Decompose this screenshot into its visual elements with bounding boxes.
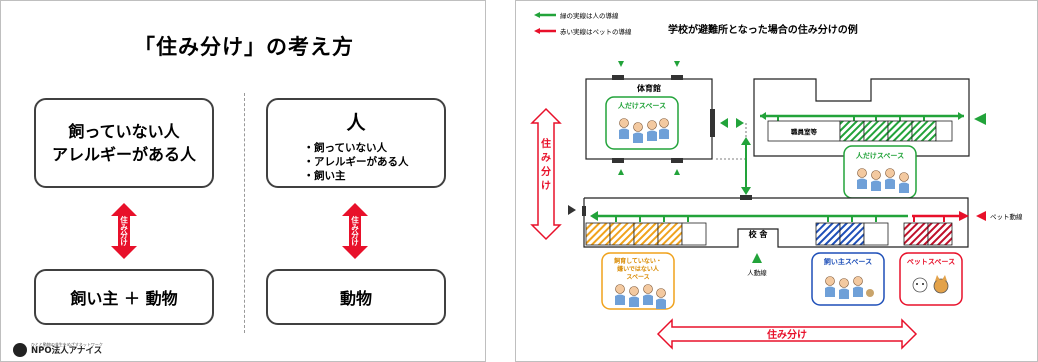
right-slide-title: 学校が避難所となった場合の住み分けの例 [668, 23, 858, 36]
staff-room-label: 職員室等 [791, 127, 818, 136]
gymnasium: 体育館 人だけスペース [585, 61, 715, 175]
vertical-separation-arrow: 住 み 分 け [530, 107, 562, 241]
separation-arrow-label: 住み分け [350, 216, 360, 246]
logo-mark-icon [13, 343, 27, 357]
main-school-building: 校 舎 ペット動線 [568, 195, 1023, 277]
cat-icon [933, 278, 949, 294]
non-owner-space-card: 飼育していない・ 嫌いではない人 スペース [601, 252, 675, 310]
upper-wing: 職員室等 [753, 78, 986, 157]
vertical-separation-label-1: 住 [541, 137, 551, 150]
non-owner-allergy-box: 飼っていない人 アレルギーがある人 [34, 98, 214, 188]
owner-and-animal-box: 飼い主 ＋ 動物 [34, 269, 214, 325]
separation-arrow-right: 住み分け [342, 203, 368, 259]
vertical-separation-label-4: け [541, 180, 551, 192]
animal-box: 動物 [266, 269, 446, 325]
pet-space-card: ペットスペース [899, 252, 963, 306]
people-box-item: 飼い主 [304, 169, 409, 183]
horizontal-separation-arrow: 住み分け [656, 318, 918, 350]
separation-arrow-left: 住み分け [111, 203, 137, 259]
center-divider [244, 93, 245, 333]
non-owner-space-label-3: スペース [626, 274, 649, 281]
horizontal-separation-label: 住み分け [767, 328, 807, 341]
non-owner-space-label-1: 飼育していない・ [613, 257, 662, 265]
legend: 緑の実線は人の導線 赤い実線はペットの導線 [534, 11, 632, 36]
school-people-space: 人だけスペース [843, 145, 917, 199]
people-box: 人 飼っていない人 アレルギーがある人 飼い主 [266, 98, 446, 188]
organization-logo: ひとと動物の共生をめざすネットワーク NPO法人アナイス [13, 343, 103, 357]
left-slide: 「住み分け」の考え方 飼っていない人 アレルギーがある人 人 飼っていない人 ア… [0, 0, 486, 362]
pet-flow-label: ペット動線 [990, 212, 1023, 221]
school-label: 校 舎 [749, 229, 769, 239]
vertical-separation-label-2: み [541, 152, 551, 164]
people-box-list: 飼っていない人 アレルギーがある人 飼い主 [304, 141, 409, 184]
person-flow-label: 人動線 [747, 268, 767, 277]
gym-people-space-label: 人だけスペース [618, 101, 666, 110]
shelter-layout-diagram: 緑の実線は人の導線 赤い実線はペットの導線 学校が避難所となった場合の住み分けの… [530, 11, 1023, 350]
legend-red-text: 赤い実線はペットの導線 [560, 27, 632, 36]
gymnasium-label: 体育館 [637, 83, 661, 93]
logo-tagline: ひとと動物の共生をめざすネットワーク [31, 342, 103, 348]
people-box-item: 飼っていない人 [304, 141, 409, 155]
right-slide: 緑の実線は人の導線 赤い実線はペットの導線 学校が避難所となった場合の住み分けの… [515, 0, 1038, 362]
school-people-space-label: 人だけスペース [856, 151, 904, 160]
non-owner-space-label-2: 嫌いではない人 [616, 265, 660, 273]
vertical-separation-label-3: 分 [541, 165, 551, 178]
dog-icon [912, 277, 928, 293]
owner-space-card: 飼い主スペース [811, 252, 885, 306]
left-slide-title: 「住み分け」の考え方 [134, 35, 354, 59]
separation-arrow-label: 住み分け [119, 216, 129, 246]
people-box-item: アレルギーがある人 [304, 155, 409, 169]
owner-space-label: 飼い主スペース [823, 257, 872, 266]
people-box-heading: 人 [346, 112, 366, 134]
pet-space-label: ペットスペース [907, 258, 955, 266]
legend-green-text: 緑の実線は人の導線 [560, 11, 619, 20]
logo-name: NPO法人アナイス [31, 346, 103, 357]
